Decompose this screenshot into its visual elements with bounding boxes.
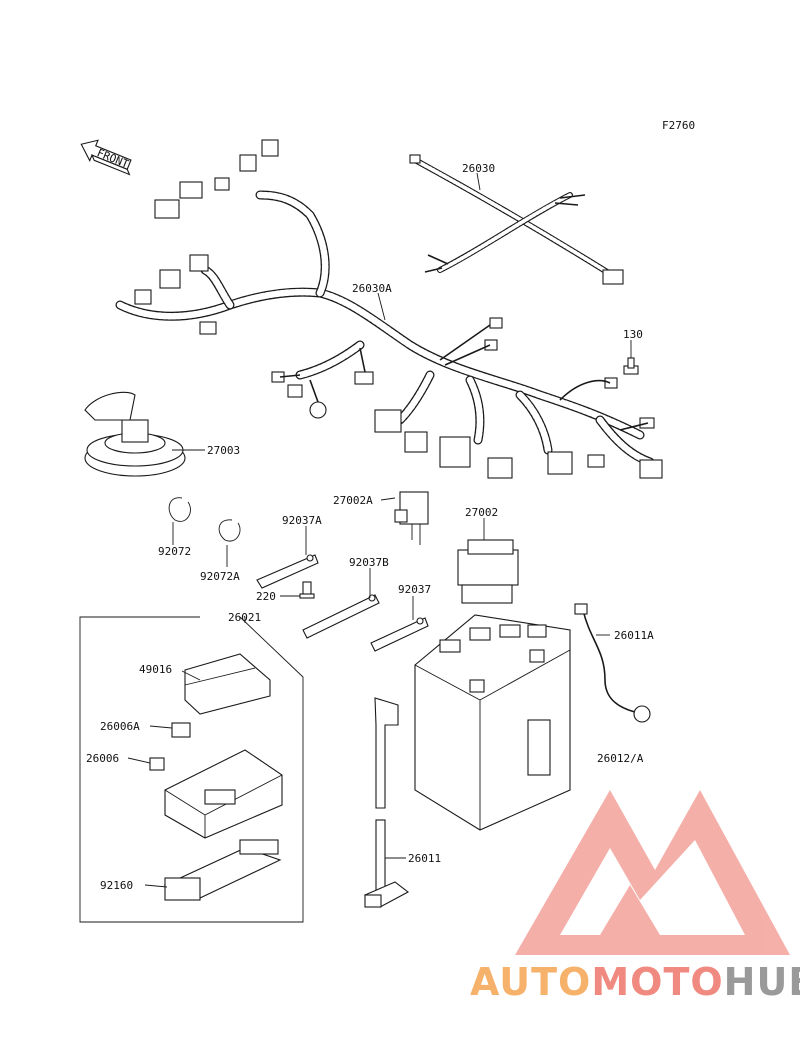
label-92072A: 92072A: [200, 570, 240, 583]
watermark-hub: HUB: [724, 960, 800, 1004]
label-26011A: 26011A: [614, 629, 654, 642]
cable-26011A: [574, 603, 651, 723]
label-26021: 26021: [228, 611, 261, 624]
cover-49016: [184, 653, 271, 715]
label-92037: 92037: [398, 583, 431, 596]
relay: [394, 491, 429, 545]
label-26006: 26006: [86, 752, 119, 765]
strap-92037A: [256, 554, 319, 589]
tray-92160: [163, 839, 282, 901]
front-arrow: FRONT: [80, 139, 132, 176]
horn: [84, 391, 186, 477]
fuse-26006A: [171, 722, 191, 738]
junction-27002: [457, 539, 519, 604]
battery: [414, 614, 571, 831]
label-27002: 27002: [465, 506, 498, 519]
main-harness: [115, 139, 663, 479]
leader-lines: [127, 172, 632, 888]
label-92037B: 92037B: [349, 556, 389, 569]
watermark-logo: [515, 790, 790, 955]
label-26012A: 26012/A: [597, 752, 644, 765]
group-frame-26021: [79, 616, 304, 923]
junction-box: [164, 749, 283, 839]
label-130: 130: [623, 328, 643, 341]
sub-harness: [409, 154, 624, 285]
label-26030: 26030: [462, 162, 495, 175]
label-27003: 27003: [207, 444, 240, 457]
label-26006A: 26006A: [100, 720, 140, 733]
watermark-text: AUTOMOTOHUB: [470, 960, 800, 1004]
tube-26011: [363, 697, 410, 908]
figure-code: F2760: [662, 119, 695, 132]
strap-92037B: [302, 594, 380, 639]
label-27002A: 27002A: [333, 494, 373, 507]
label-49016: 49016: [139, 663, 172, 676]
label-26011: 26011: [408, 852, 441, 865]
clip-92072: [168, 497, 241, 542]
label-92160: 92160: [100, 879, 133, 892]
fuse-26006: [149, 757, 165, 771]
label-92037A: 92037A: [282, 514, 322, 527]
label-220: 220: [256, 590, 276, 603]
screw-220: [299, 581, 315, 599]
watermark-auto: AUTO: [470, 960, 591, 1004]
watermark-moto: MOTO: [591, 960, 723, 1004]
label-92072: 92072: [158, 545, 191, 558]
label-26030A: 26030A: [352, 282, 392, 295]
strap-92037: [370, 617, 429, 652]
bolt-130: [623, 357, 639, 375]
